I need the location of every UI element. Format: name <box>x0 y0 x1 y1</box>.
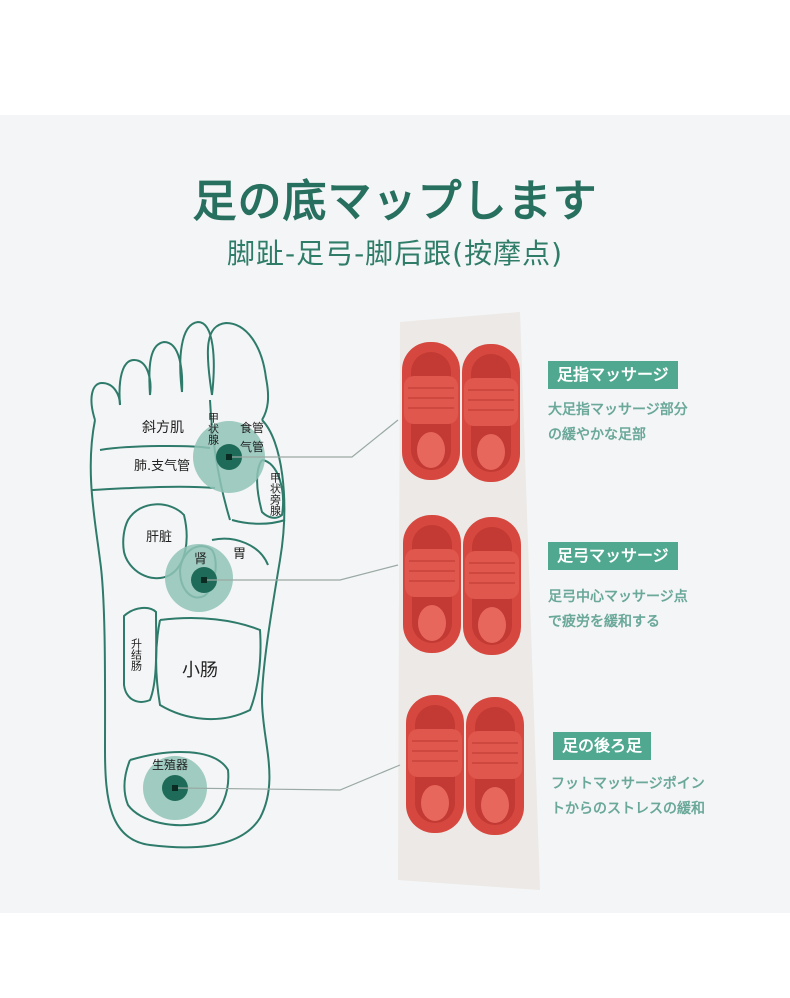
label-trapezius: 斜方肌 <box>142 420 184 436</box>
label-kidney: 肾 <box>194 552 207 567</box>
section-desc-heel-line2: トからのストレスの緩和 <box>551 801 705 817</box>
section-desc-toe: 大足指マッサージ部分 の緩やかな足部 <box>548 398 688 448</box>
section-desc-heel: フットマッサージポイン トからのストレスの緩和 <box>551 772 705 822</box>
label-stomach: 胃 <box>233 547 246 562</box>
section-desc-arch-line1: 足弓中心マッサージ点 <box>548 589 688 605</box>
label-lung-bronchus: 肺.支气管 <box>134 458 190 474</box>
label-esophagus: 食管 <box>240 420 264 435</box>
label-reproductive: 生殖器 <box>152 757 188 772</box>
massage-point-arch <box>165 544 233 612</box>
page-subtitle: 脚趾-足弓-脚后跟(按摩点) <box>226 237 564 270</box>
connector-arch <box>207 564 399 581</box>
massage-point-heel <box>143 756 207 820</box>
section-desc-toe-line1: 大足指マッサージ部分 <box>548 402 688 418</box>
connector-toe <box>232 419 399 458</box>
label-small-intestine: 小肠 <box>182 660 218 681</box>
section-desc-toe-line2: の緩やかな足部 <box>548 427 646 443</box>
connector-heel <box>177 764 401 791</box>
section-tag-arch: 足弓マッサージ <box>548 542 678 570</box>
section-tag-heel: 足の後ろ足 <box>553 732 652 760</box>
label-trachea: 气管 <box>240 439 264 454</box>
label-ascending-colon: 升结肠 <box>130 638 143 672</box>
section-desc-heel-line1: フットマッサージポイン <box>551 776 705 792</box>
section-desc-arch-line2: で疲労を緩和する <box>548 614 660 630</box>
page-title: 足の底マップします <box>192 176 598 227</box>
section-desc-arch: 足弓中心マッサージ点 で疲労を緩和する <box>548 585 688 635</box>
label-thyroid: 甲状腺 <box>207 412 220 446</box>
label-liver: 肝脏 <box>146 530 172 545</box>
label-parathyroid: 甲状旁腺 <box>269 472 282 517</box>
section-tag-toe: 足指マッサージ <box>548 361 678 389</box>
massage-point-toe <box>193 421 265 493</box>
